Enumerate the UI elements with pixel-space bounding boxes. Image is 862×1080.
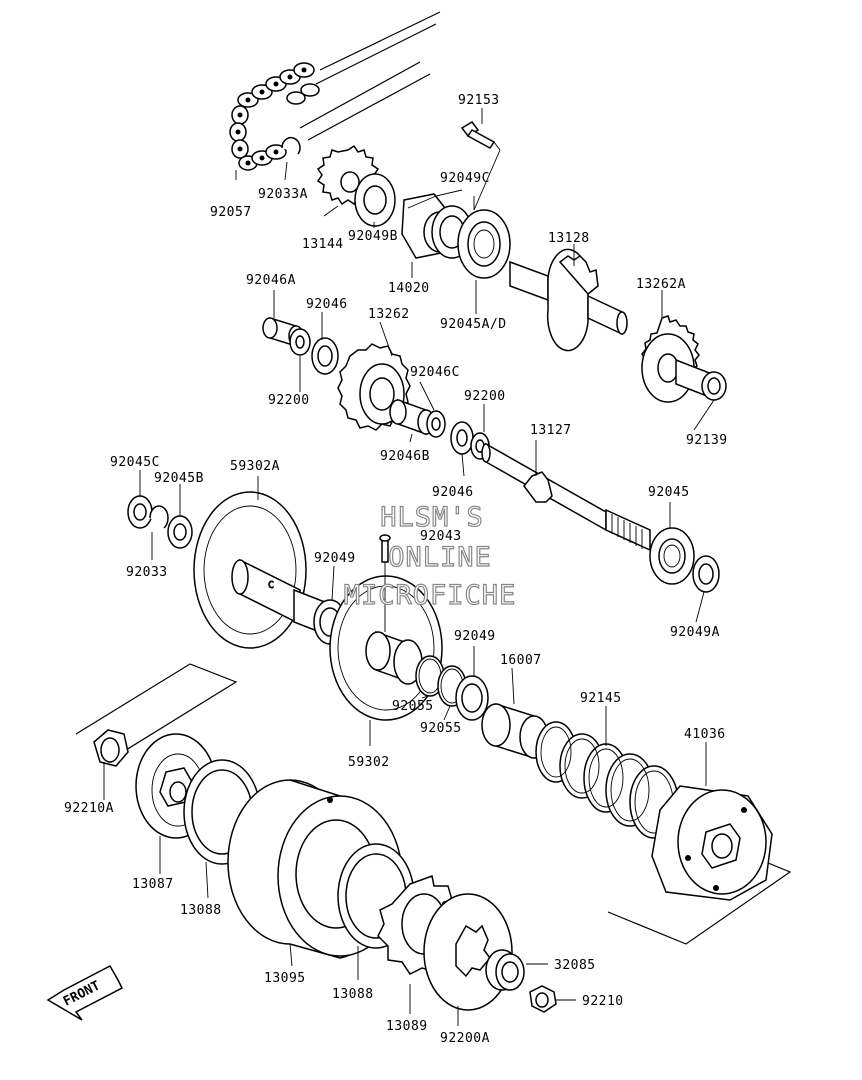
label-92139: 92139 [686,433,728,448]
label-92049-right: 92049 [454,629,496,644]
label-92057: 92057 [210,205,252,220]
needle-bearing-92046b [389,398,435,436]
housing-13095 [227,779,403,959]
bolt-92153 [460,121,501,151]
label-14020: 14020 [388,281,430,296]
label-13087: 13087 [132,877,174,892]
watermark: HLSM'S ONLINE MICROFICHE [343,501,517,611]
label-13089: 13089 [386,1019,428,1034]
label-92210a: 92210A [64,801,114,816]
label-92046c: 92046C [410,365,460,380]
bearing-92045b [167,515,193,549]
seal-92049a [692,555,720,593]
washer-92200-upper [289,328,311,356]
washer-92049-right [455,675,489,721]
nut-92210a [75,663,238,767]
drive-shaft [481,442,651,552]
label-92145: 92145 [580,691,622,706]
bushing-92139 [675,358,727,401]
label-92046: 92046 [306,297,348,312]
label-92200: 92200 [268,393,310,408]
label-92046b: 92046B [380,449,430,464]
label-92055-a: 92055 [392,699,434,714]
label-13095: 13095 [264,971,306,986]
watermark-line-3: MICROFICHE [344,580,517,611]
label-92049b: 92049B [348,229,398,244]
label-92055-b: 92055 [420,721,462,736]
sprocket [316,144,396,227]
bearing-92045ad [457,209,511,279]
pin-92043 [379,534,391,632]
label-92200a: 92200A [440,1031,490,1046]
pulley-59302a: C [193,491,331,649]
drive-chain [229,11,441,171]
watermark-line-2: ONLINE [388,542,492,573]
label-13088-left: 13088 [180,903,222,918]
label-92043: 92043 [420,529,462,544]
pulley-59302 [329,575,443,721]
label-92049-left: 92049 [314,551,356,566]
label-92045c: 92045C [110,455,160,470]
nut-92210 [529,985,557,1013]
circlip-92033 [149,505,169,529]
bearing-92046-mid [450,421,474,455]
bearing-92045 [649,527,695,585]
clutch-41036 [607,785,792,945]
label-92200-mid: 92200 [464,389,506,404]
svg-text:C: C [268,580,274,591]
label-13127: 13127 [530,423,572,438]
bearing-92046c [426,410,446,438]
label-13262a: 13262A [636,277,686,292]
label-92153: 92153 [458,93,500,108]
label-92046a: 92046A [246,273,296,288]
label-92210: 92210 [582,994,624,1009]
label-92033a: 92033A [258,187,308,202]
watermark-line-1: HLSM'S [380,502,484,533]
part-labels: 92153 92049C 92033A 92057 13144 92049B 1… [64,93,728,1046]
clip-92033a [281,136,301,155]
label-32085: 32085 [554,958,596,973]
front-arrow-icon: FRONT [46,965,124,1021]
label-92045: 92045 [648,485,690,500]
bearing-92046-upper [311,337,339,375]
label-13088-right: 13088 [332,987,374,1002]
spring-92145 [535,721,679,839]
collar-32085 [485,949,525,991]
label-92045b: 92045B [154,471,204,486]
label-13128: 13128 [548,231,590,246]
label-92049c: 92049C [440,171,490,186]
leader-lines [103,108,715,1026]
label-13144: 13144 [302,237,344,252]
label-16007: 16007 [500,653,542,668]
label-92033: 92033 [126,565,168,580]
label-92049a: 92049A [670,625,720,640]
label-92045ad: 92045A/D [440,317,507,332]
label-59302a: 59302A [230,459,280,474]
label-41036: 41036 [684,727,726,742]
label-59302: 59302 [348,755,390,770]
label-92046-mid: 92046 [432,485,474,500]
label-13262: 13262 [368,307,410,322]
bearing-92045c [127,495,153,529]
oring-92055-a [415,655,445,697]
output-shaft [509,248,628,352]
